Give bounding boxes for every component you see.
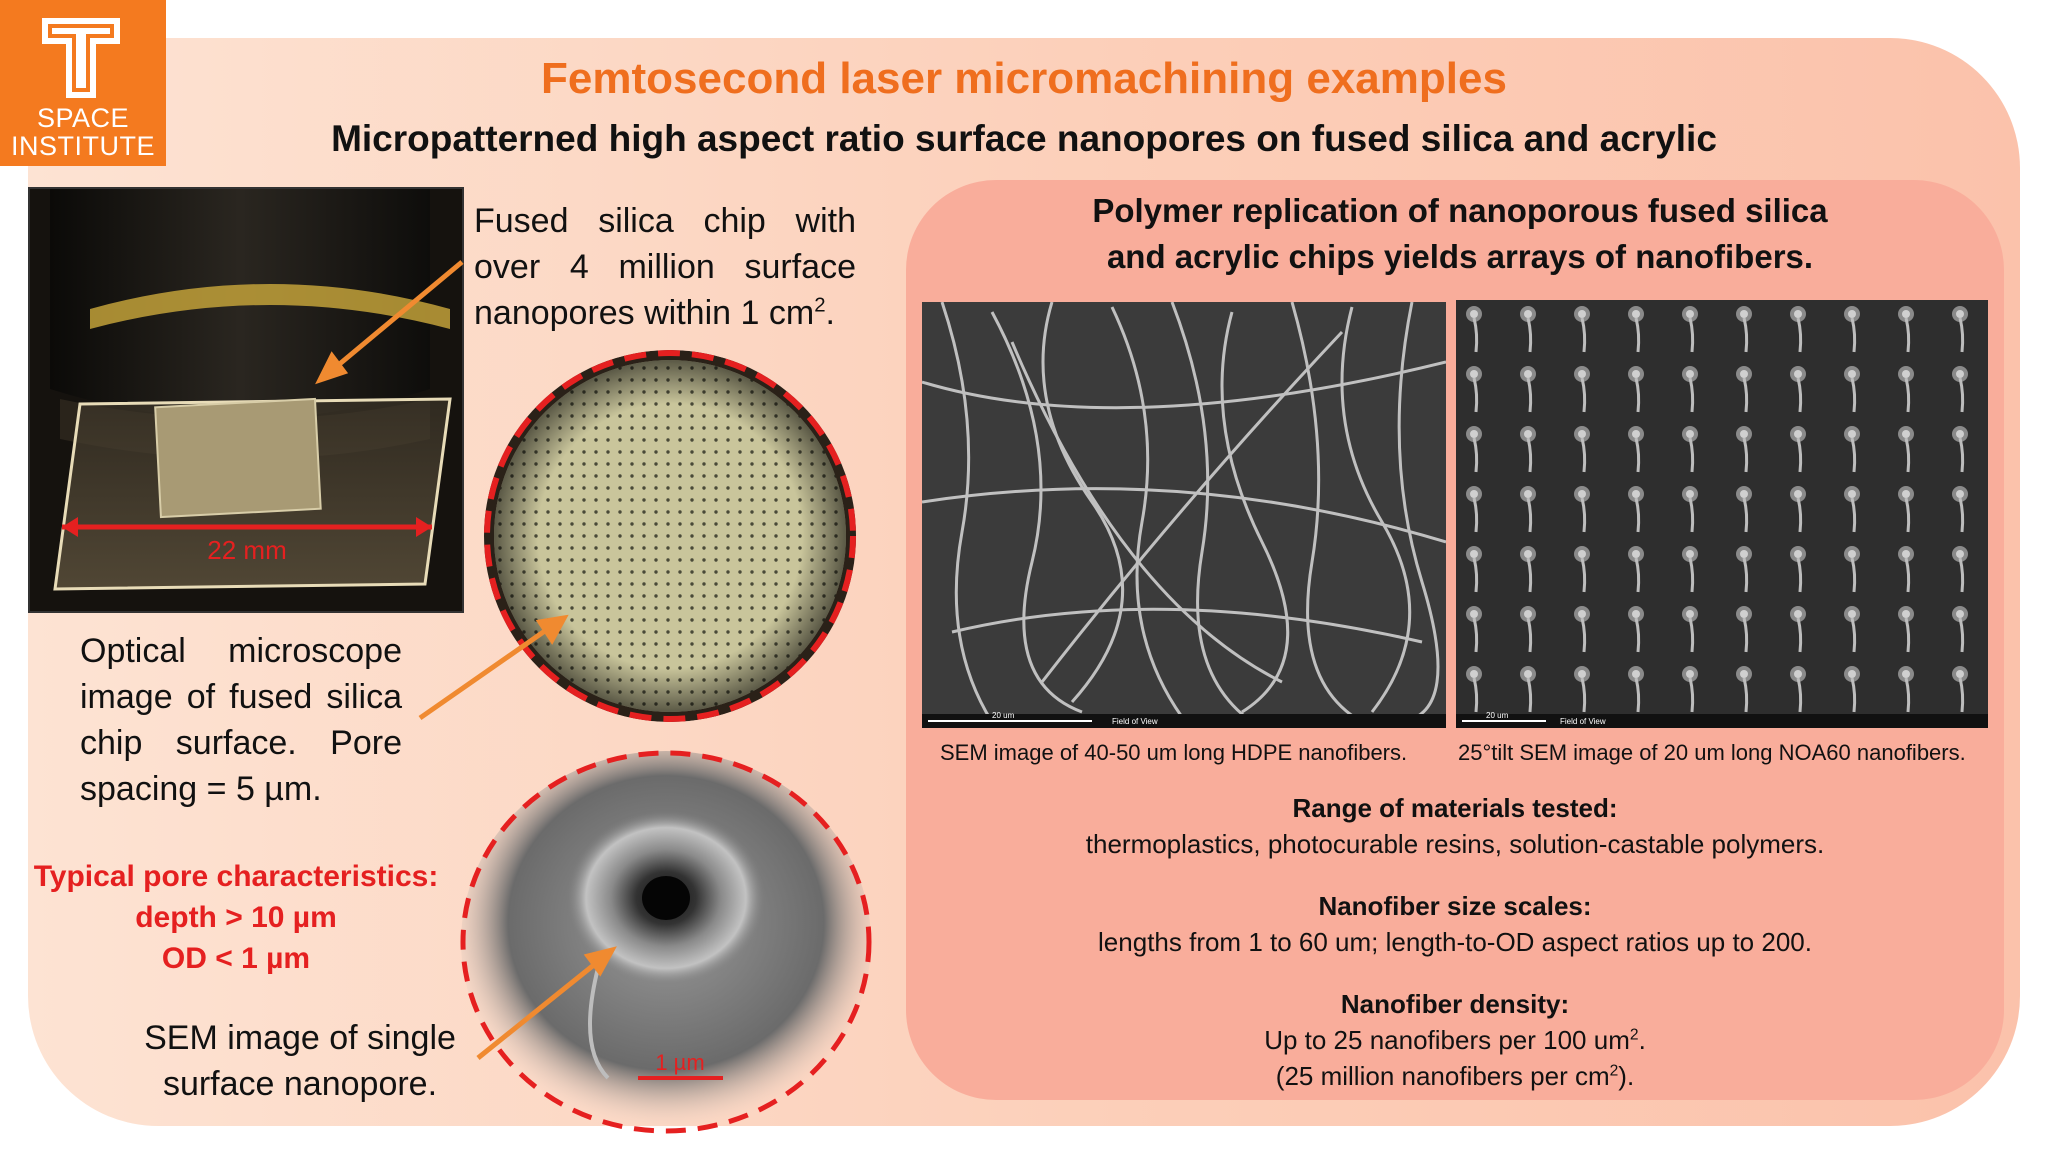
pore-characteristics: Typical pore characteristics: depth > 10… [30,856,442,979]
caption-noa60: 25°tilt SEM image of 20 um long NOA60 na… [1458,740,1966,765]
sem-desc-line-2: surface nanopore. [162,1065,438,1103]
hdpe-field-text: Field of View [1112,717,1158,726]
hdpe-scale-text: 20 um [992,711,1015,720]
pore-char-title: Typical pore characteristics: [33,860,439,893]
size-text: lengths from 1 to 60 um; length-to-OD as… [1098,927,1812,957]
density-line-1: Up to 25 nanofibers per 100 um2. [1264,1025,1646,1055]
density-line-2: (25 million nanofibers per cm2). [1275,1061,1635,1091]
right-heading: Polymer replication of nanoporous fused … [1000,188,1920,280]
range-text: thermoplastics, photocurable resins, sol… [1085,829,1825,859]
fused-silica-chip-photo: 22 mm [28,187,464,613]
sem-desc-line-1: SEM image of single [144,1019,456,1057]
size-scales-block: Nanofiber size scales: lengths from 1 to… [980,888,1930,960]
chip-description: Fused silica chip with over 4 million su… [474,198,856,336]
optical-microscope-image [482,350,858,722]
logo-line-1: SPACE [36,103,130,133]
sem-noa60-nanofibers-image: 20 um Field of View [1456,300,1988,728]
space-institute-logo: SPACE INSTITUTE [0,0,166,166]
size-title: Nanofiber size scales: [1318,891,1592,921]
right-heading-line-1: Polymer replication of nanoporous fused … [1092,192,1828,229]
caption-hdpe: SEM image of 40-50 um long HDPE nanofibe… [940,740,1408,765]
page-subtitle: Micropatterned high aspect ratio surface… [331,118,1717,159]
density-block: Nanofiber density: Up to 25 nanofibers p… [980,986,1930,1094]
chip-desc-line-2: over 4 million surface [474,248,856,286]
optical-line-4: spacing = 5 µm. [80,770,322,808]
noa-field-text: Field of View [1560,717,1606,726]
noa-scale-text: 20 um [1486,711,1509,720]
optical-line-3: chip surface. Pore [80,724,402,762]
optical-line-1: Optical microscope [80,632,402,670]
density-title: Nanofiber density: [1340,989,1570,1019]
range-title: Range of materials tested: [1292,793,1618,823]
t-logo-icon [42,18,120,98]
right-heading-line-2: and acrylic chips yields arrays of nanof… [1106,238,1814,275]
optical-description: Optical microscope image of fused silica… [80,628,402,812]
chip-desc-line-3: nanopores within 1 cm2. [474,294,835,332]
sem-scale-label: 1 µm [655,1050,704,1075]
chip-scale-label: 22 mm [207,535,286,565]
sem-single-nanopore-image: 1 µm [458,748,874,1136]
page-title: Femtosecond laser micromachining example… [541,54,1507,103]
logo-line-2: INSTITUTE [11,131,155,161]
chip-desc-line-1: Fused silica chip with [474,202,856,240]
materials-range-block: Range of materials tested: thermoplastic… [980,790,1930,862]
sem-hdpe-nanofibers-image: 20 um Field of View [922,302,1446,728]
sem-pore-description: SEM image of single surface nanopore. [130,1015,470,1107]
pore-od: OD < 1 µm [161,942,311,975]
pore-depth: depth > 10 µm [135,901,337,934]
optical-line-2: image of fused silica [80,678,402,716]
